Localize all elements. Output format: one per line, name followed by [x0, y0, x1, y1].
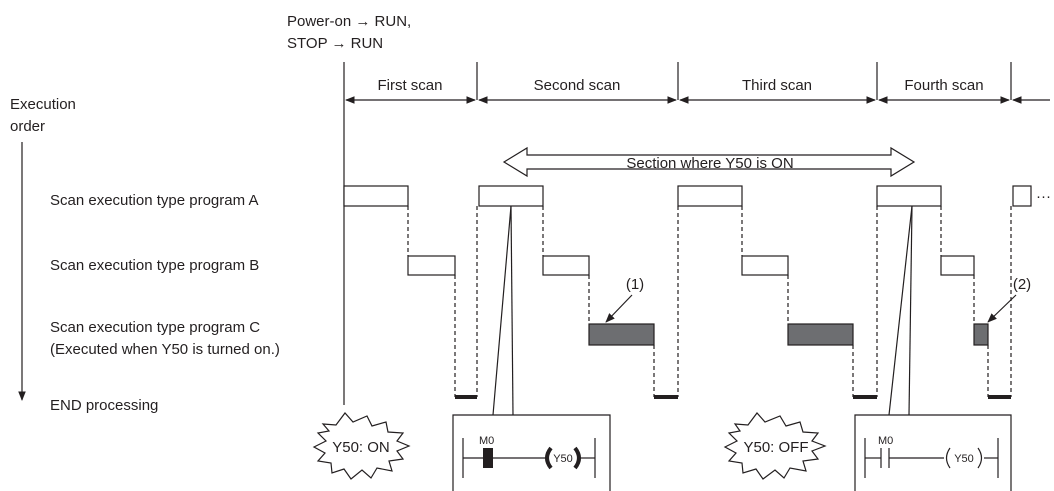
y50-on-section-arrow [502, 146, 916, 178]
callout-1-label: (1) [626, 276, 644, 293]
program-a-bars [343, 185, 1032, 207]
burst-y50-off [723, 412, 827, 480]
scan-label-fourth: Fourth scan [904, 77, 983, 94]
contact-m0-energized [483, 448, 493, 468]
burst-label-off: Y50: OFF [743, 439, 808, 456]
program-c-bars [588, 323, 989, 346]
callout-2-arrow [987, 294, 1017, 323]
scan-label-first: First scan [377, 77, 442, 94]
ladder-coil-label-on: Y50 [553, 453, 573, 465]
continuation-ellipsis: ··· [1036, 188, 1051, 205]
start-label-line1: Power-on → RUN, [287, 13, 411, 30]
zoom-lines-second [888, 205, 913, 416]
callout-2-label: (2) [1013, 276, 1031, 293]
zoom-lines-first [492, 205, 514, 416]
burst-label-on: Y50: ON [332, 439, 390, 456]
row-label-end-processing: END processing [50, 397, 158, 414]
start-label-line2: STOP → RUN [287, 35, 383, 52]
execution-order-line2: order [10, 118, 45, 135]
ladder-contact-label-on: M0 [479, 435, 494, 447]
ladder-contact-label-off: M0 [878, 435, 893, 447]
section-label: Section where Y50 is ON [626, 155, 793, 172]
row-label-program-c-line1: Scan execution type program C [50, 319, 260, 336]
dashed-connectors [407, 206, 1012, 397]
burst-y50-on [312, 412, 411, 480]
row-label-program-a: Scan execution type program A [50, 192, 258, 209]
program-b-bars [407, 255, 975, 276]
ladder-box-off [854, 414, 1012, 491]
scan-label-third: Third scan [742, 77, 812, 94]
scan-label-second: Second scan [534, 77, 621, 94]
ladder-box-on [452, 414, 611, 491]
ladder-coil-label-off: Y50 [954, 453, 974, 465]
scan-boundaries [343, 62, 1012, 100]
execution-order-line1: Execution [10, 96, 76, 113]
row-label-program-b: Scan execution type program B [50, 257, 259, 274]
callout-1-arrow [605, 294, 633, 323]
row-label-program-c-line2: (Executed when Y50 is turned on.) [50, 341, 280, 358]
